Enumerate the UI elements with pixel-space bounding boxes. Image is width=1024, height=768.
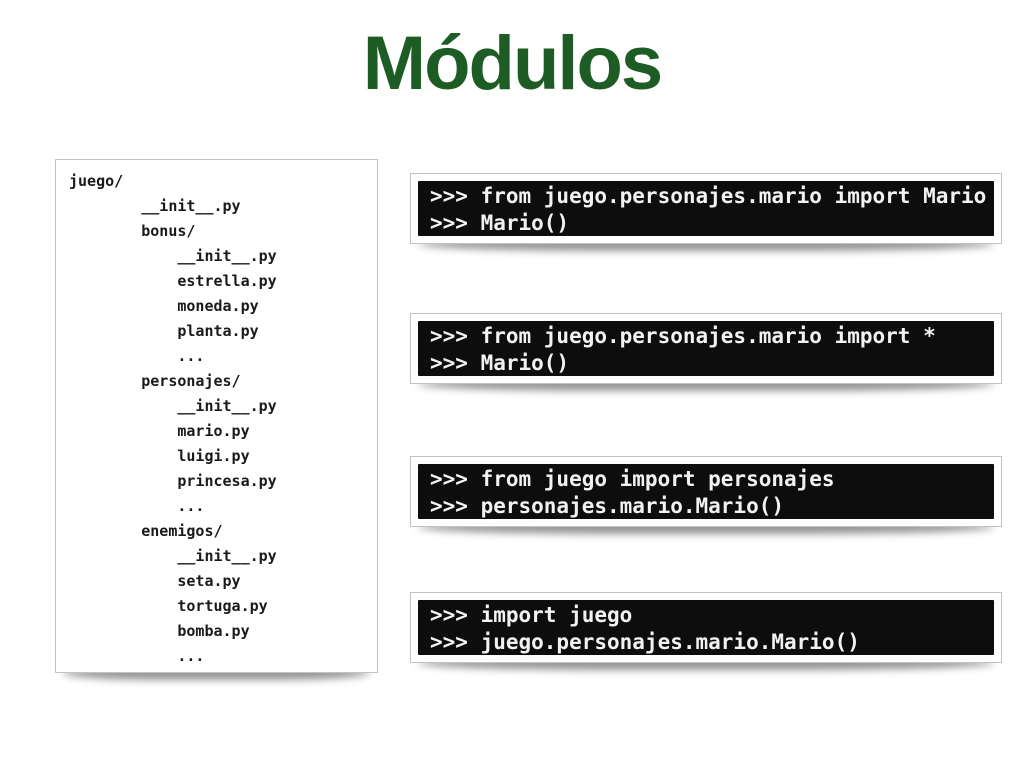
tree-line: __init__.py <box>177 397 277 415</box>
file-tree-card: juego/ __init__.py bonus/ __init__.py es… <box>55 159 378 673</box>
terminal-screen: >>> from juego import personajes >>> per… <box>418 464 994 519</box>
tree-line-root: juego/ <box>69 172 124 190</box>
tree-line: ... <box>177 497 205 515</box>
tree-line: princesa.py <box>177 472 277 490</box>
terminal-screen: >>> import juego >>> juego.personajes.ma… <box>418 600 994 655</box>
tree-line: __init__.py <box>177 547 277 565</box>
code-card-import-named: >>> from juego.personajes.mario import M… <box>410 173 1002 244</box>
tree-line: ... <box>177 347 205 365</box>
code-card-import-package: >>> import juego >>> juego.personajes.ma… <box>410 592 1002 663</box>
code-line: >>> Mario() <box>430 211 570 235</box>
tree-line: bonus/ <box>141 222 196 240</box>
tree-line: enemigos/ <box>141 522 223 540</box>
code-line: >>> from juego import personajes <box>430 467 835 491</box>
code-line: >>> from juego.personajes.mario import * <box>430 324 936 348</box>
terminal-screen: >>> from juego.personajes.mario import M… <box>418 181 994 236</box>
tree-line: __init__.py <box>141 197 241 215</box>
code-card-import-subpackage: >>> from juego import personajes >>> per… <box>410 456 1002 527</box>
tree-line: planta.py <box>177 322 259 340</box>
tree-line: estrella.py <box>177 272 277 290</box>
terminal-screen: >>> from juego.personajes.mario import *… <box>418 321 994 376</box>
tree-line: ... <box>177 647 205 665</box>
tree-line: luigi.py <box>177 447 250 465</box>
tree-line: __init__.py <box>177 247 277 265</box>
tree-line: tortuga.py <box>177 597 268 615</box>
code-line: >>> juego.personajes.mario.Mario() <box>430 630 860 654</box>
tree-line: mario.py <box>177 422 250 440</box>
code-card-import-star: >>> from juego.personajes.mario import *… <box>410 313 1002 384</box>
code-line: >>> import juego <box>430 603 633 627</box>
tree-line: bomba.py <box>177 622 250 640</box>
tree-line: personajes/ <box>141 372 241 390</box>
code-line: >>> Mario() <box>430 351 570 375</box>
slide-title: Módulos <box>362 21 663 106</box>
code-line: >>> from juego.personajes.mario import M… <box>430 184 987 208</box>
code-line: >>> personajes.mario.Mario() <box>430 494 785 518</box>
tree-line: moneda.py <box>177 297 259 315</box>
tree-line: seta.py <box>177 572 241 590</box>
